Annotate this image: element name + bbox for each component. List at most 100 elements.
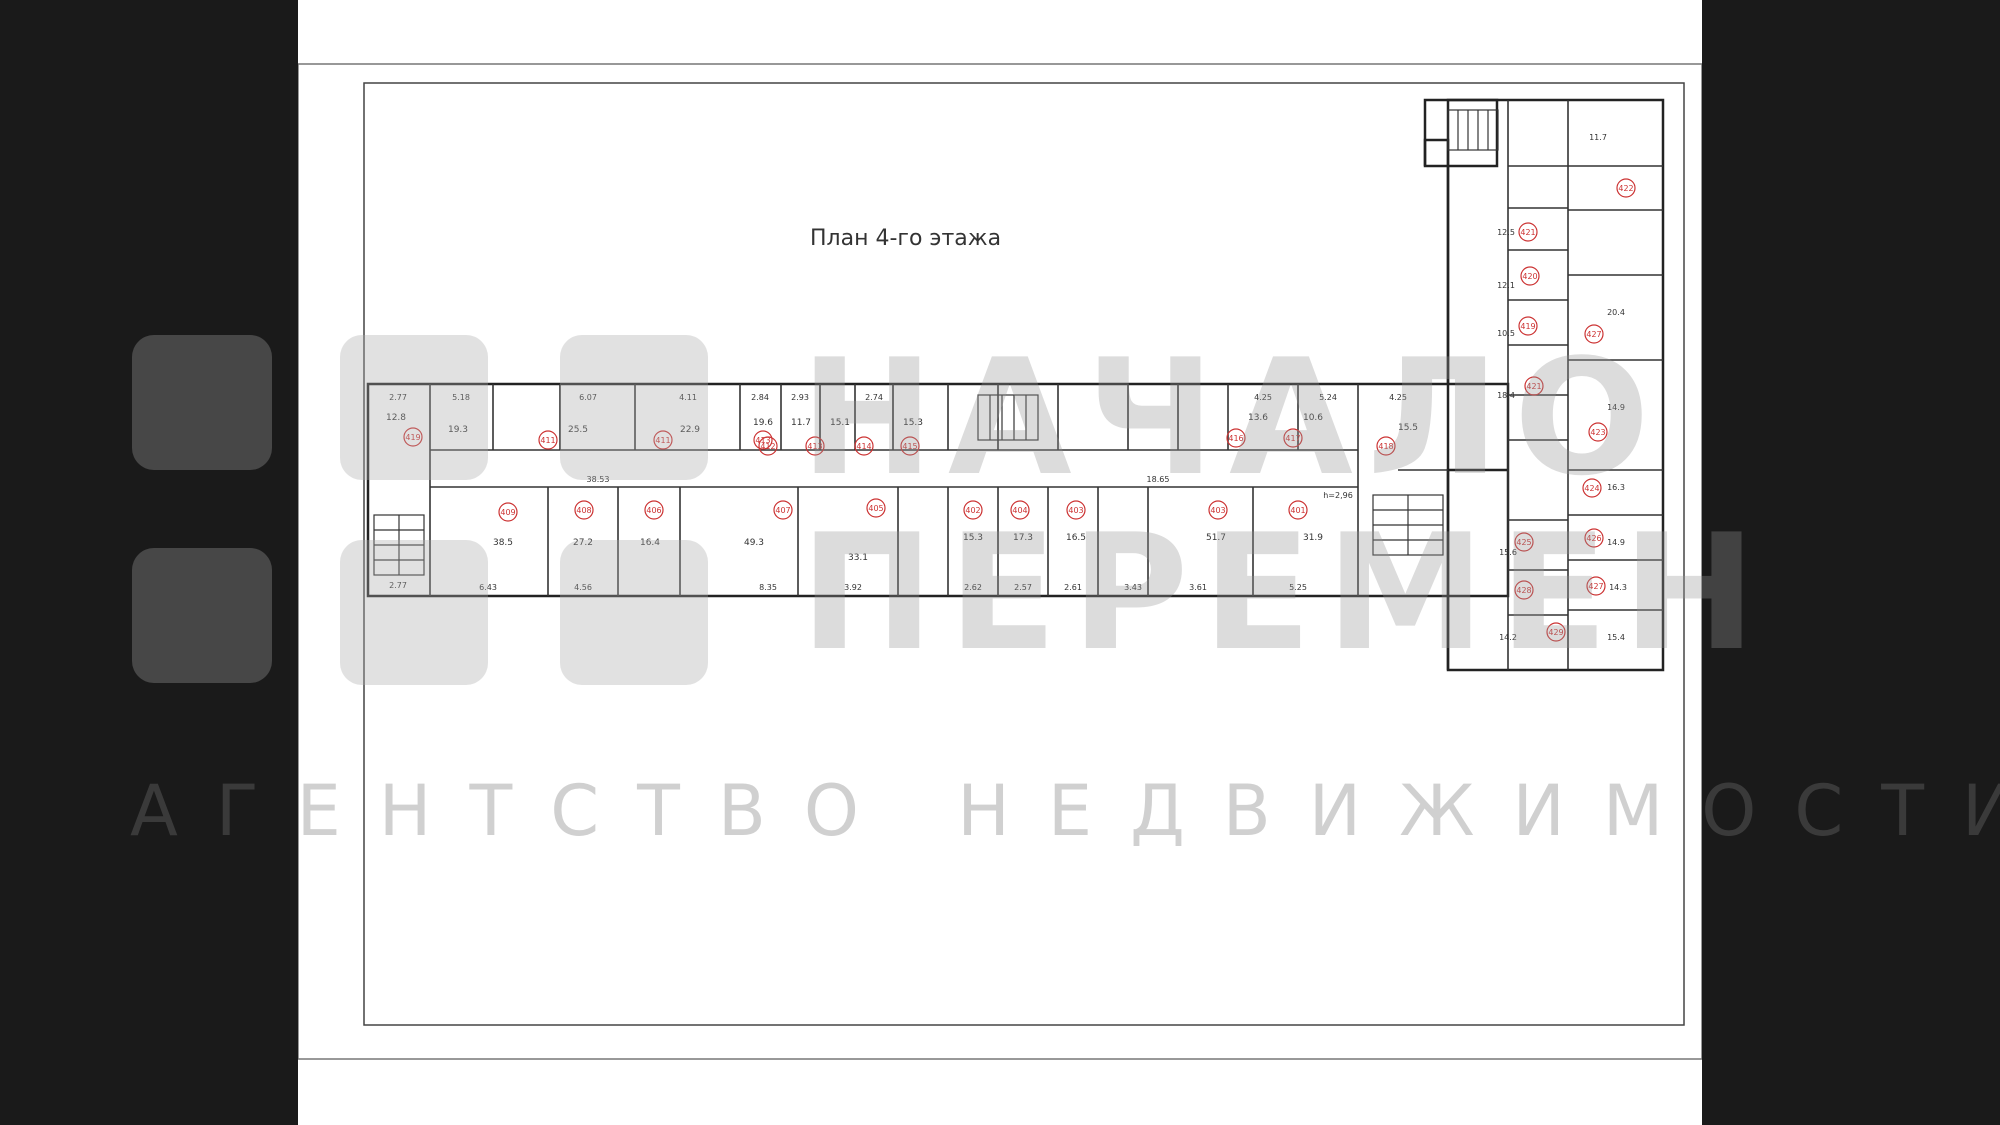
room-area: 19.3 <box>448 425 468 435</box>
room-number: 403 <box>1210 506 1225 515</box>
wing-dividers <box>1507 100 1663 670</box>
room-number: 429 <box>1548 628 1563 637</box>
room-number: 401 <box>1290 506 1305 515</box>
dim-label: 3.92 <box>844 583 862 592</box>
room-number: 419 <box>405 433 420 442</box>
room-area: 12.8 <box>386 413 406 423</box>
bottom-row-labels: 409 38.5 408 27.2 406 16.4 407 49.3 405 … <box>493 498 1323 563</box>
room-number: 427 <box>1586 330 1601 339</box>
watermark-block <box>132 335 272 470</box>
room-area: 51.7 <box>1206 533 1226 543</box>
room-number: 421 <box>1526 382 1541 391</box>
dim-label: 18.65 <box>1147 475 1170 484</box>
room-number: 414 <box>856 442 871 451</box>
room-number: 426 <box>1586 534 1601 543</box>
watermark-block <box>340 540 488 685</box>
room-number: 415 <box>902 442 917 451</box>
room-area: 16.4 <box>640 538 660 548</box>
room-number: 416 <box>1228 434 1243 443</box>
room-number: 421 <box>1520 228 1535 237</box>
room-area: 16.3 <box>1607 483 1625 492</box>
room-area: 11.7 <box>791 418 811 428</box>
room-area: 31.9 <box>1303 533 1323 543</box>
bottom-row-dividers <box>547 487 1254 596</box>
room-area: 18.4 <box>1497 391 1515 400</box>
room-number: 412 <box>760 442 775 451</box>
room-area: 15.1 <box>830 418 850 428</box>
room-area: 15.6 <box>1499 548 1517 557</box>
room-number: 404 <box>1012 506 1027 515</box>
watermark-block <box>132 548 272 683</box>
room-area: 19.6 <box>753 418 773 428</box>
dim-label: 4.56 <box>574 583 592 592</box>
room-number: 406 <box>646 506 661 515</box>
room-number: 407 <box>775 506 790 515</box>
dim-label: 2.62 <box>964 583 982 592</box>
dim-label: 5.18 <box>452 393 470 402</box>
room-number: 413 <box>807 442 822 451</box>
dim-label: 2.74 <box>865 393 883 402</box>
dim-label: 6.07 <box>579 393 597 402</box>
room-number: 417 <box>1285 434 1300 443</box>
room-number: 428 <box>1516 586 1531 595</box>
dim-label: 2.93 <box>791 393 809 402</box>
corridor-walls <box>430 449 1448 488</box>
room-area: 14.9 <box>1607 538 1625 547</box>
dim-label: 6.43 <box>479 583 497 592</box>
floor-plan: План 4-го этажа <box>298 63 1702 1060</box>
room-area: 15.5 <box>1398 423 1418 433</box>
watermark-block <box>340 335 488 480</box>
top-row-labels: 419 12.8 411 19.3 411 25.5 413 22.9 412 … <box>386 413 1418 456</box>
room-number: 418 <box>1378 442 1393 451</box>
dim-label: 3.43 <box>1124 583 1142 592</box>
watermark-tagline: АГЕНТСТВО НЕДВИЖИМОСТИ <box>130 770 2000 852</box>
corridor-height: h=2,96 <box>1323 491 1353 500</box>
room-number: 419 <box>1520 322 1535 331</box>
room-area: 13.6 <box>1248 413 1268 423</box>
watermark-line-1: НАЧАЛО <box>800 324 1664 511</box>
dim-label: 3.61 <box>1189 583 1207 592</box>
stairwell-right <box>1372 494 1444 556</box>
room-area: 49.3 <box>744 538 764 548</box>
watermark-line-2: ПЕРЕМЕН <box>800 499 1771 686</box>
stairwell-wing <box>1447 109 1499 151</box>
room-area: 20.4 <box>1607 308 1625 317</box>
room-number: 409 <box>500 508 515 517</box>
room-area: 10.6 <box>1303 413 1323 423</box>
room-number: 423 <box>1590 428 1605 437</box>
room-area: 22.9 <box>680 425 700 435</box>
room-number: 411 <box>540 436 555 445</box>
dim-label: 5.24 <box>1319 393 1337 402</box>
wing-labels: 422 11.7 421 12.5 420 12.1 419 10.5 421 … <box>1497 133 1636 642</box>
room-number: 405 <box>868 504 883 513</box>
room-area: 27.2 <box>573 538 593 548</box>
dim-label: 4.25 <box>1254 393 1272 402</box>
room-number: 427 <box>1588 582 1603 591</box>
dim-label: 2.77 <box>389 393 407 402</box>
room-area: 14.3 <box>1609 583 1627 592</box>
room-number: 403 <box>1068 506 1083 515</box>
room-area: 33.1 <box>848 553 868 563</box>
top-row-dividers <box>429 384 1359 596</box>
outer-frame <box>298 63 1702 1060</box>
drawing-sheet: План 4-го этажа <box>298 0 1702 1125</box>
dim-label: 2.61 <box>1064 583 1082 592</box>
room-area: 15.3 <box>963 533 983 543</box>
stairwell-center <box>977 394 1039 441</box>
dim-label: 4.11 <box>679 393 697 402</box>
stairwell-left <box>373 514 425 576</box>
inner-frame <box>363 82 1685 1026</box>
watermark-block <box>560 335 708 480</box>
room-area: 12.1 <box>1497 281 1515 290</box>
room-area: 15.4 <box>1607 633 1625 642</box>
room-area: 10.5 <box>1497 329 1515 338</box>
dim-label: 2.77 <box>389 581 407 590</box>
room-area: 38.5 <box>493 538 513 548</box>
room-area: 12.5 <box>1497 228 1515 237</box>
room-number: 413 <box>755 436 770 445</box>
room-number: 422 <box>1618 184 1633 193</box>
room-number: 411 <box>655 436 670 445</box>
dimension-labels: 2.77 5.18 6.07 4.11 2.84 2.93 2.74 4.25 … <box>389 393 1407 592</box>
plan-title: План 4-го этажа <box>810 226 1001 251</box>
room-area: 25.5 <box>568 425 588 435</box>
